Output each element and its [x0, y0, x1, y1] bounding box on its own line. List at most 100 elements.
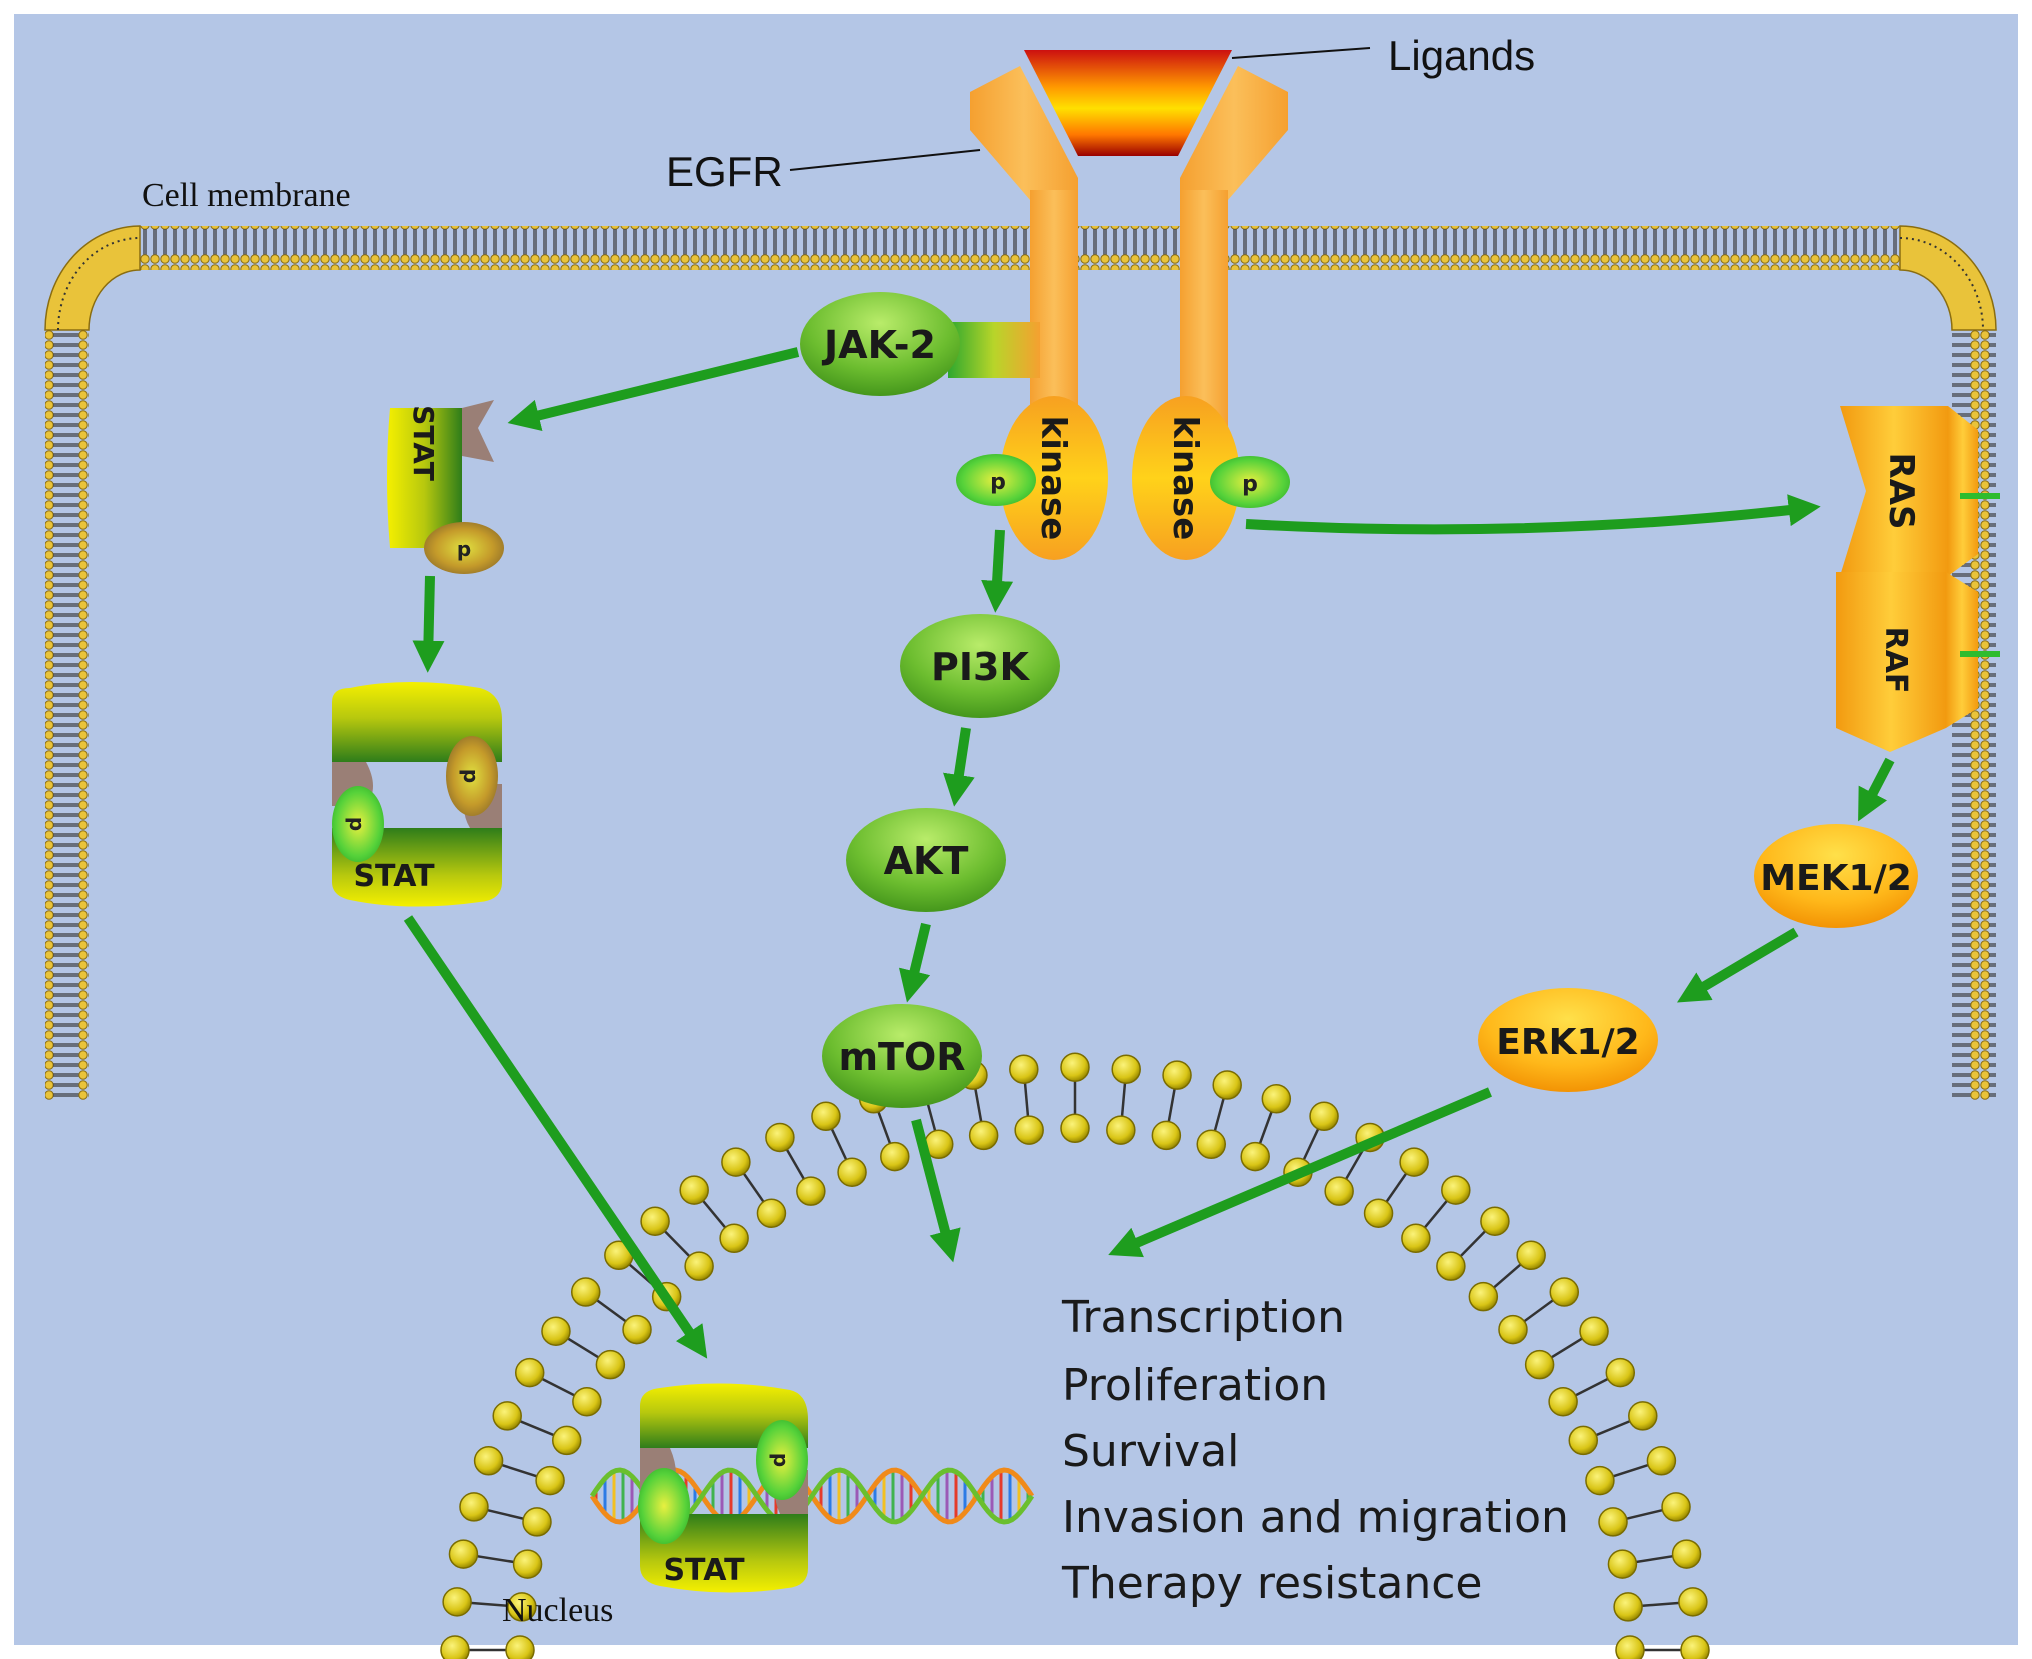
arrow-stat-to-dimer — [412, 575, 445, 673]
lipid-head — [1162, 1060, 1192, 1090]
lipid-head — [448, 1539, 479, 1569]
outcome-invasion-migration: Invasion and migration — [1062, 1492, 1569, 1543]
lipid-head — [811, 1101, 841, 1132]
lipid-head — [442, 1587, 472, 1617]
lipid-head — [765, 1122, 795, 1153]
lipid-head — [1060, 1113, 1090, 1144]
lipid-head — [1468, 1281, 1499, 1312]
lipid-head — [535, 1465, 565, 1496]
pi3k-node: PI3K — [900, 614, 1060, 718]
lipid-head — [570, 1277, 601, 1307]
kinase-domain-right: kinase — [1132, 396, 1240, 560]
ligand — [1024, 50, 1232, 156]
ligands-label: Ligands — [1388, 32, 1535, 79]
stat-dimer-phospho-bottom: p — [345, 817, 369, 831]
lipid-head — [514, 1357, 545, 1388]
stat-dimer: p p STAT — [332, 682, 502, 907]
lipid-head — [1585, 1465, 1615, 1496]
egfr-label: EGFR — [666, 148, 783, 195]
ras-node: RAS — [1840, 406, 2000, 576]
lipid-head — [1441, 1175, 1471, 1205]
stat-nuclear-phospho-top: p — [769, 1453, 793, 1467]
kinase-domain-left: kinase — [1000, 396, 1108, 560]
kinase-left-label: kinase — [1033, 416, 1073, 541]
erk-node: ERK1/2 — [1478, 988, 1658, 1092]
outcome-survival: Survival — [1062, 1426, 1239, 1477]
lipid-head — [796, 1176, 826, 1206]
stat-dimer-phospho-top: p — [459, 769, 483, 783]
akt-node: AKT — [846, 808, 1006, 912]
lipid-head — [1009, 1054, 1039, 1084]
lipid-head — [473, 1446, 504, 1476]
outcomes-list: Transcription Proliferation Survival Inv… — [1061, 1292, 1569, 1609]
lipid-head — [1014, 1115, 1044, 1145]
arrows — [403, 347, 1895, 1359]
lipid-head — [1605, 1357, 1636, 1388]
lipid-head — [1607, 1549, 1638, 1579]
lipid-head — [505, 1635, 535, 1659]
ligands-leader-line — [1231, 47, 1371, 59]
lipid-head — [1678, 1587, 1708, 1617]
lipid-head — [1516, 1240, 1546, 1271]
phospho-left-label: p — [990, 470, 1006, 495]
lipid-head — [1401, 1223, 1431, 1254]
lipid-head — [1261, 1084, 1292, 1114]
mtor-label: mTOR — [838, 1035, 965, 1079]
lipid-head — [1196, 1129, 1226, 1160]
lipid-head — [1309, 1101, 1339, 1132]
erk-label: ERK1/2 — [1496, 1022, 1639, 1063]
lipid-head — [1480, 1206, 1510, 1236]
lipid-head — [1646, 1446, 1677, 1476]
stat-dimer-nuclear: p STAT — [638, 1383, 808, 1593]
arrow-dimer-to-nucleus — [403, 915, 708, 1359]
lipid-head — [756, 1198, 787, 1229]
lipid-head — [684, 1251, 714, 1281]
lipid-head — [1498, 1314, 1528, 1345]
nuclear-membrane — [440, 1052, 1710, 1659]
lipid-head — [719, 1223, 749, 1254]
lipid-head — [1579, 1316, 1609, 1346]
lipid-head — [522, 1507, 552, 1537]
pi3k-label: PI3K — [931, 645, 1030, 689]
phospho-right-label: p — [1242, 472, 1258, 497]
lipid-head — [837, 1157, 867, 1187]
lipid-head — [1671, 1539, 1702, 1569]
jak2-node: JAK-2 — [800, 292, 960, 396]
lipid-head — [507, 1592, 537, 1622]
lipid-head — [1363, 1198, 1394, 1229]
lipid-head — [440, 1635, 470, 1659]
lipid-head — [1106, 1115, 1136, 1145]
outcome-proliferation: Proliferation — [1062, 1360, 1328, 1411]
lipid-head — [1549, 1277, 1580, 1307]
lipid-head — [640, 1206, 670, 1236]
lipid-head — [595, 1349, 626, 1380]
lipid-head — [721, 1147, 751, 1177]
arrow-mtor-to-nucleus — [911, 1118, 961, 1263]
lipid-head — [512, 1549, 543, 1579]
akt-label: AKT — [884, 839, 969, 883]
mek-label: MEK1/2 — [1760, 858, 1912, 899]
outcome-therapy-resistance: Therapy resistance — [1061, 1558, 1482, 1609]
lipid-head — [1111, 1054, 1141, 1084]
lipid-head — [1436, 1251, 1466, 1281]
jak2-label: JAK-2 — [821, 323, 936, 367]
arrow-jak2-to-stat — [507, 347, 800, 431]
stat-monomer: STAT p — [387, 400, 504, 574]
phospho-right: p — [1210, 456, 1290, 508]
arrow-kinase-to-pi3k — [981, 529, 1014, 613]
stat-monomer-label: STAT — [407, 405, 440, 481]
mtor-node: mTOR — [822, 1004, 982, 1108]
lipid-head — [1661, 1492, 1691, 1522]
lipid-head — [622, 1314, 652, 1345]
jak2-egfr-link — [948, 322, 1040, 378]
lipid-head — [1399, 1147, 1429, 1177]
lipid-head — [1615, 1635, 1645, 1659]
lipid-head — [551, 1425, 582, 1456]
stat-dimer-label: STAT — [353, 859, 435, 894]
lipid-head — [968, 1120, 999, 1151]
lipid-head — [1324, 1176, 1354, 1206]
lipid-head — [1240, 1141, 1270, 1172]
lipid-head — [880, 1141, 910, 1172]
lipid-head — [1598, 1507, 1628, 1537]
raf-label: RAF — [1878, 627, 1913, 694]
